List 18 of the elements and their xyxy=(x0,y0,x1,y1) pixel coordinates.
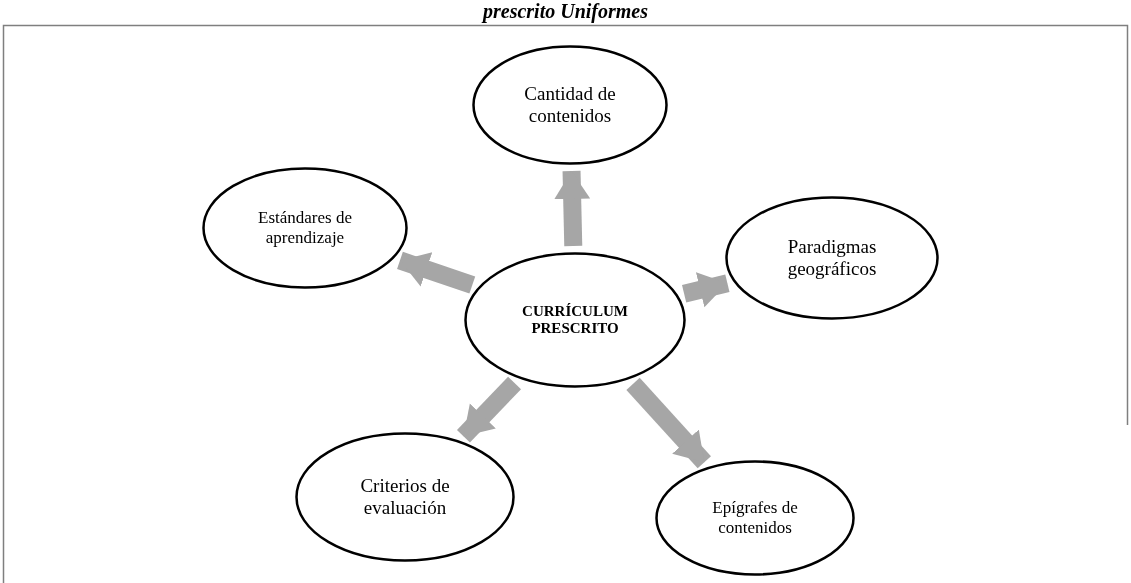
ellipse-node xyxy=(725,196,939,320)
block-arrow xyxy=(456,376,522,443)
block-arrow xyxy=(682,272,730,308)
block-arrow xyxy=(397,251,476,294)
ellipse-node xyxy=(202,167,408,289)
title: prescrito Uniformes xyxy=(480,0,649,22)
block-arrow xyxy=(626,377,711,469)
ellipse-node xyxy=(295,432,515,562)
node-text: Cantidad de contenidos xyxy=(523,83,617,127)
ellipse-node xyxy=(472,45,668,165)
node-text: Paradigmas geográficos xyxy=(786,236,878,280)
node-text: Epígrafes de contenidos xyxy=(711,498,799,538)
block-arrow xyxy=(554,170,591,247)
ellipse-node xyxy=(464,252,686,388)
ellipse-node xyxy=(655,460,855,576)
node-text: CURRÍCULUM PRESCRITO xyxy=(521,302,629,338)
node-text: Estándares de aprendizaje xyxy=(257,208,353,248)
node-text: Criterios de evaluación xyxy=(359,475,451,519)
